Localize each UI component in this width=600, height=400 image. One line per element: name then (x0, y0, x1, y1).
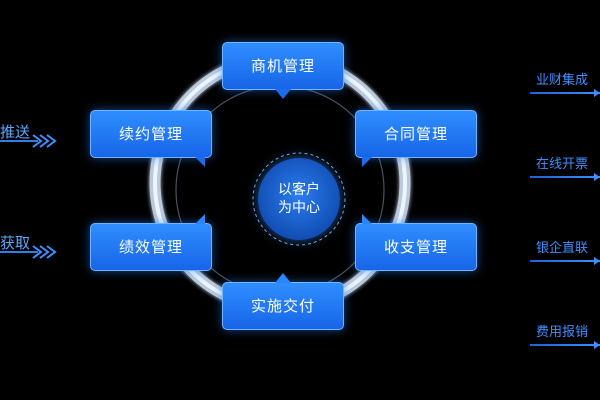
center-label-line1: 以客户 (278, 182, 320, 198)
output-label: 银企直联 (536, 241, 589, 256)
callout-tail (362, 157, 372, 167)
callout-tail (362, 214, 372, 224)
callout-tail (195, 157, 205, 167)
left-label-get: 获取 (0, 234, 31, 252)
output-label: 业财集成 (536, 73, 589, 88)
module-label: 实施交付 (250, 297, 315, 315)
left-arrow-get (0, 245, 57, 259)
center-circle[interactable]: 以客户 为中心 (258, 158, 340, 240)
output-label: 费用报销 (536, 325, 589, 340)
module-jixiao-button[interactable]: 绩效管理 (90, 214, 212, 271)
callout-tail (195, 214, 205, 224)
center-hub: 以客户 为中心 (250, 150, 348, 248)
module-shouzhi-button[interactable]: 收支管理 (355, 214, 477, 271)
center-label-line2: 为中心 (278, 200, 320, 216)
module-label: 收支管理 (383, 238, 448, 256)
module-xuyue-button[interactable]: 续约管理 (90, 110, 212, 167)
output-arrow (530, 89, 600, 97)
output-arrow (530, 173, 600, 181)
callout-tail (275, 273, 291, 283)
module-hetong-button[interactable]: 合同管理 (355, 110, 477, 167)
module-shangji-button[interactable]: 商机管理 (222, 42, 344, 99)
center-dashed-ring (252, 152, 346, 246)
module-label: 续约管理 (118, 125, 183, 143)
module-shishi-button[interactable]: 实施交付 (222, 273, 344, 330)
left-label-push: 推送 (0, 123, 31, 141)
output-arrow (530, 257, 600, 265)
left-arrow-push (0, 134, 57, 148)
module-label: 合同管理 (383, 125, 448, 143)
output-label: 在线开票 (536, 157, 589, 172)
output-arrow (530, 341, 600, 349)
callout-tail (275, 89, 291, 99)
module-label: 绩效管理 (118, 238, 183, 256)
module-label: 商机管理 (250, 57, 315, 75)
